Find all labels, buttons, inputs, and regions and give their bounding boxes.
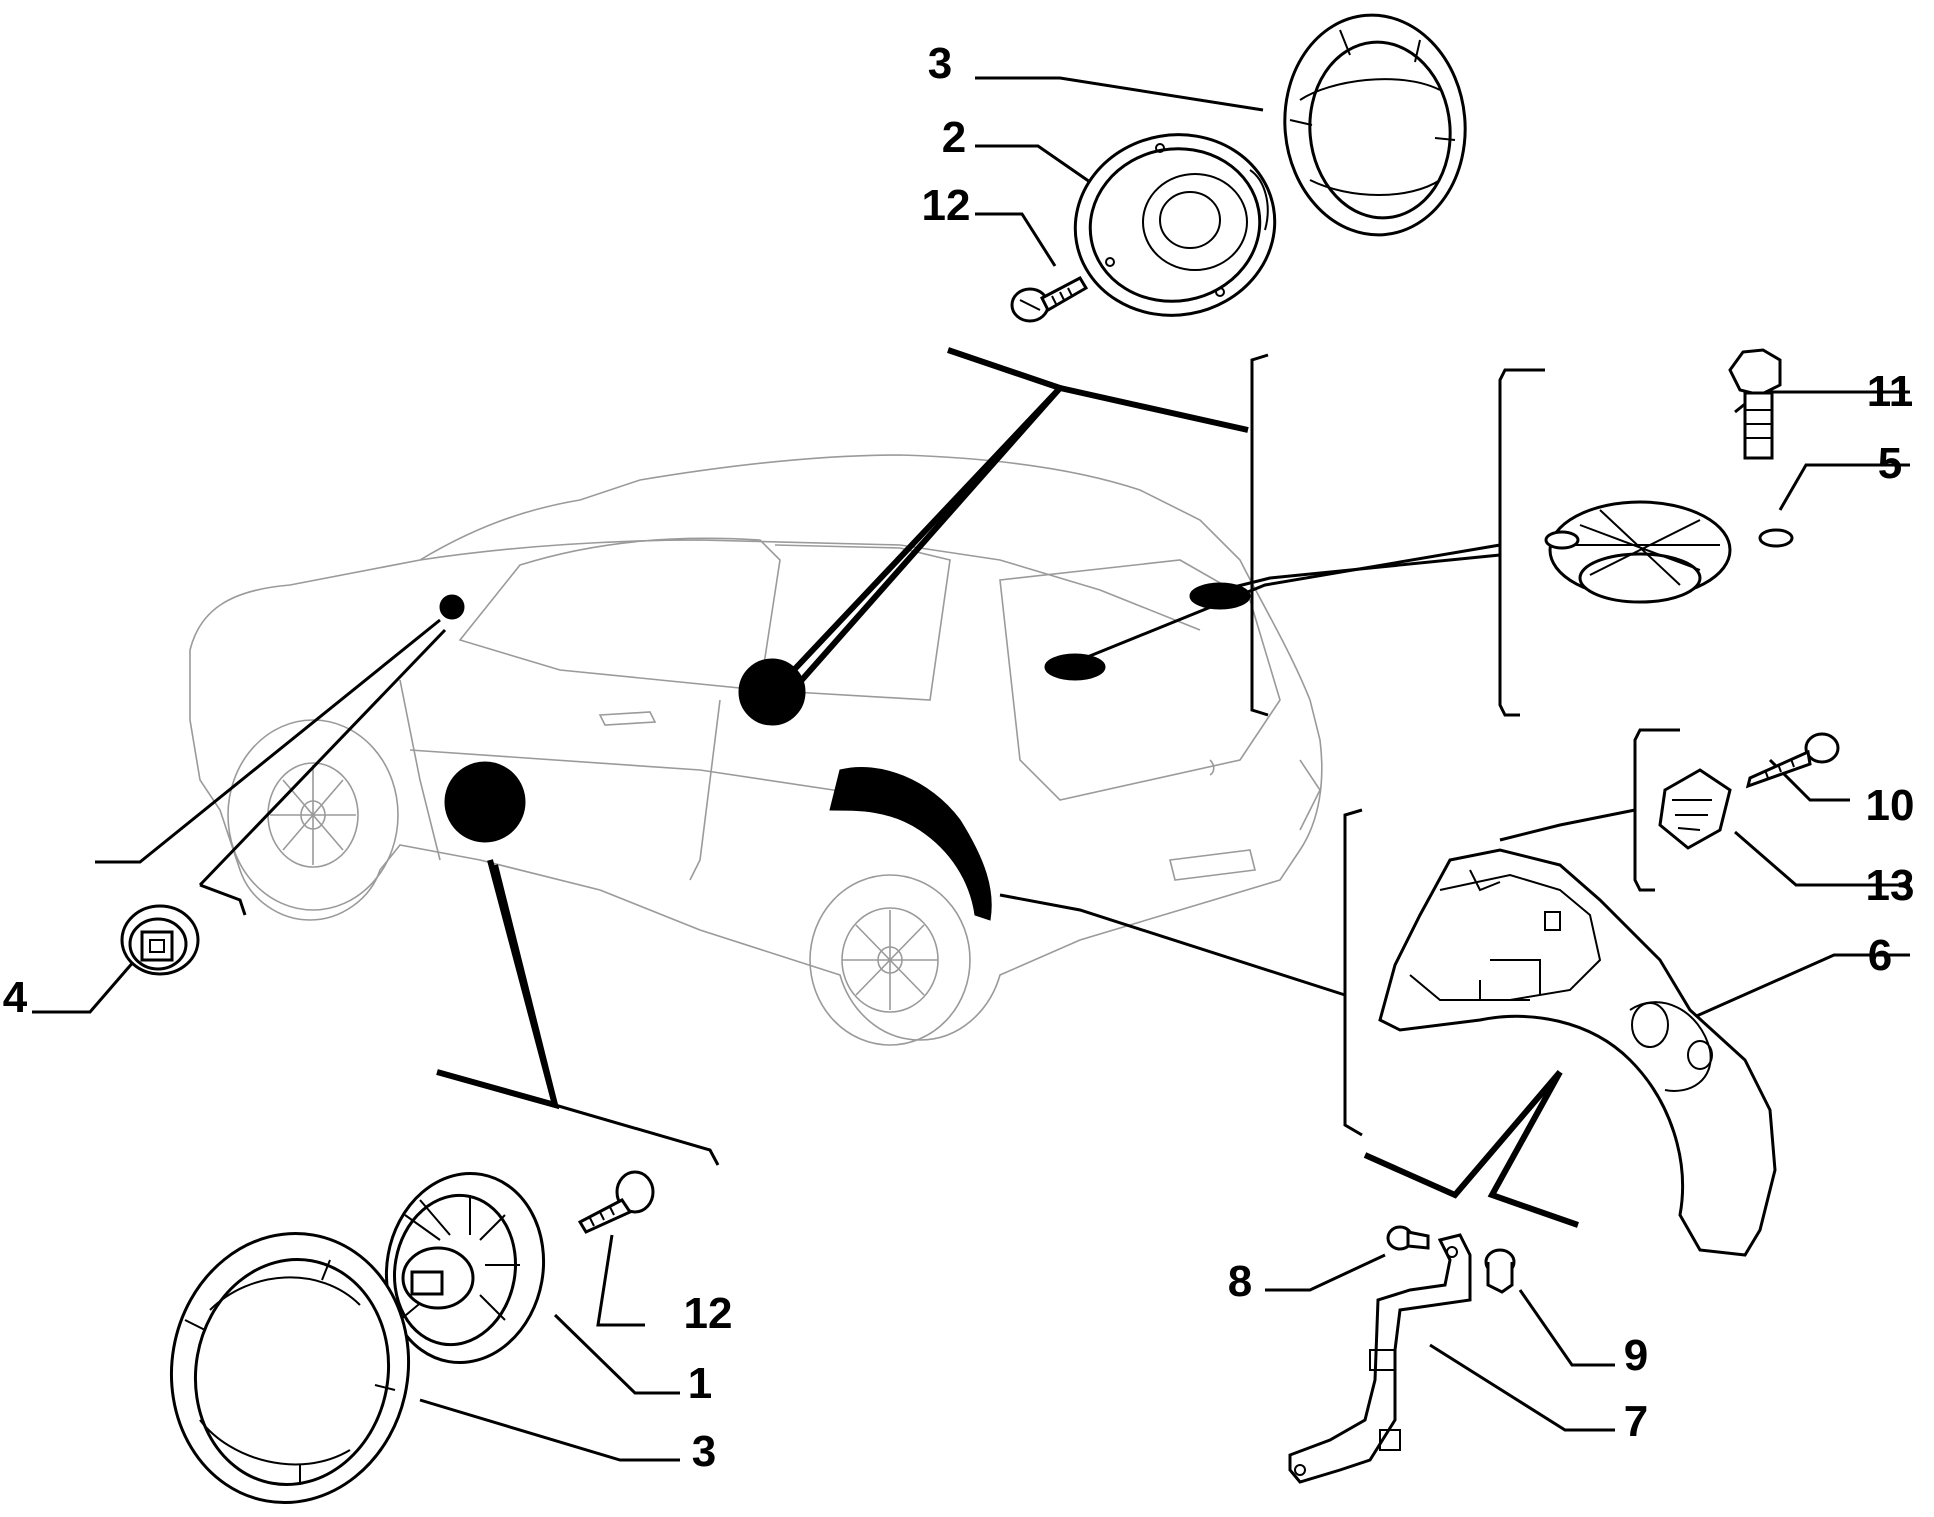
door-speaker-marker-lower — [444, 761, 526, 843]
rear-speaker — [1544, 500, 1794, 604]
rear-speaker-marker-1 — [1189, 582, 1251, 610]
callout-4: 4 — [3, 973, 28, 1022]
callout-10: 10 — [1866, 781, 1915, 830]
wheel-arch-marker — [829, 766, 992, 921]
callout-1: 1 — [688, 1359, 712, 1408]
screw-right — [1745, 732, 1840, 789]
indicator-lines — [436, 347, 1579, 1228]
door-speaker-marker-upper — [738, 658, 806, 726]
speaker-top — [1073, 133, 1277, 317]
leader-lines — [32, 76, 1910, 1462]
speaker-ring-top — [1283, 13, 1467, 237]
callout-3-bottom: 3 — [692, 1427, 716, 1476]
mounting-bracket — [1288, 1233, 1472, 1484]
wheel-arch-liner — [1378, 848, 1777, 1257]
callout-labels: 3 2 12 11 5 10 13 6 4 12 1 3 8 9 7 — [3, 39, 1915, 1476]
tweeter — [120, 904, 200, 976]
callout-3-top: 3 — [928, 39, 952, 88]
speaker-ring-bottom — [169, 1231, 411, 1505]
tweeter-marker — [439, 594, 465, 620]
callout-8: 8 — [1228, 1257, 1252, 1306]
callout-13: 13 — [1866, 861, 1915, 910]
callout-11: 11 — [1867, 367, 1914, 416]
speaker-bottom — [384, 1171, 546, 1365]
car-location-markers — [439, 582, 1251, 921]
callout-7: 7 — [1624, 1397, 1648, 1446]
car-illustration — [189, 454, 1323, 1046]
bolt — [1728, 348, 1782, 460]
callout-6: 6 — [1868, 931, 1892, 980]
screw-top — [1010, 276, 1089, 323]
stud — [1484, 1248, 1516, 1294]
rear-speaker-marker-2 — [1044, 653, 1106, 681]
callout-9: 9 — [1624, 1331, 1648, 1380]
screw-small — [1386, 1225, 1430, 1251]
callout-12-bottom: 12 — [684, 1289, 733, 1338]
callout-2: 2 — [942, 113, 966, 162]
clip — [1658, 768, 1732, 850]
callout-12-top: 12 — [922, 181, 971, 230]
callout-5: 5 — [1878, 439, 1902, 488]
screw-bottom — [577, 1170, 655, 1234]
